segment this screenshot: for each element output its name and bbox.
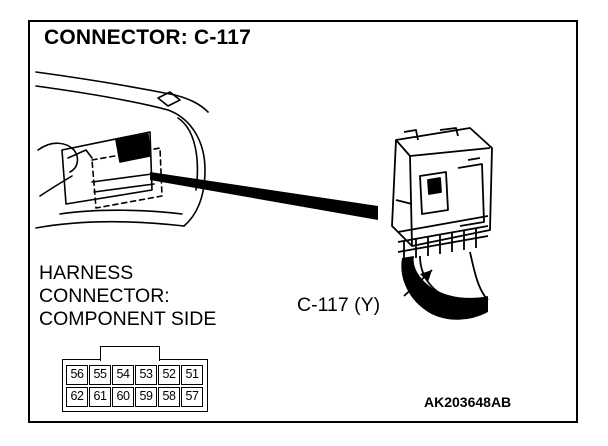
pin-52: 52 bbox=[158, 365, 180, 385]
pin-grid: 56 55 54 53 52 51 62 61 60 59 58 57 bbox=[66, 365, 203, 407]
pin-58: 58 bbox=[158, 387, 180, 407]
harness-label-line-2: CONNECTOR: bbox=[39, 285, 170, 307]
diagram-frame bbox=[28, 20, 578, 423]
figure-code: AK203648AB bbox=[424, 394, 512, 410]
harness-label-line-1: HARNESS bbox=[39, 262, 134, 284]
harness-connector-label: HARNESS CONNECTOR: COMPONENT SIDE bbox=[39, 262, 216, 331]
pin-53: 53 bbox=[135, 365, 157, 385]
pin-56: 56 bbox=[66, 365, 88, 385]
pin-59: 59 bbox=[135, 387, 157, 407]
pin-54: 54 bbox=[112, 365, 134, 385]
harness-label-line-3: COMPONENT SIDE bbox=[39, 308, 217, 330]
pin-60: 60 bbox=[112, 387, 134, 407]
pin-61: 61 bbox=[89, 387, 111, 407]
pin-51: 51 bbox=[181, 365, 203, 385]
connector-lock-tab bbox=[100, 346, 160, 361]
pin-62: 62 bbox=[66, 387, 88, 407]
pin-57: 57 bbox=[181, 387, 203, 407]
pin-55: 55 bbox=[89, 365, 111, 385]
diagram-title: CONNECTOR: C-117 bbox=[44, 26, 252, 49]
connector-face: 56 55 54 53 52 51 62 61 60 59 58 57 bbox=[62, 346, 210, 412]
connector-callout-label: C-117 (Y) bbox=[297, 294, 381, 316]
